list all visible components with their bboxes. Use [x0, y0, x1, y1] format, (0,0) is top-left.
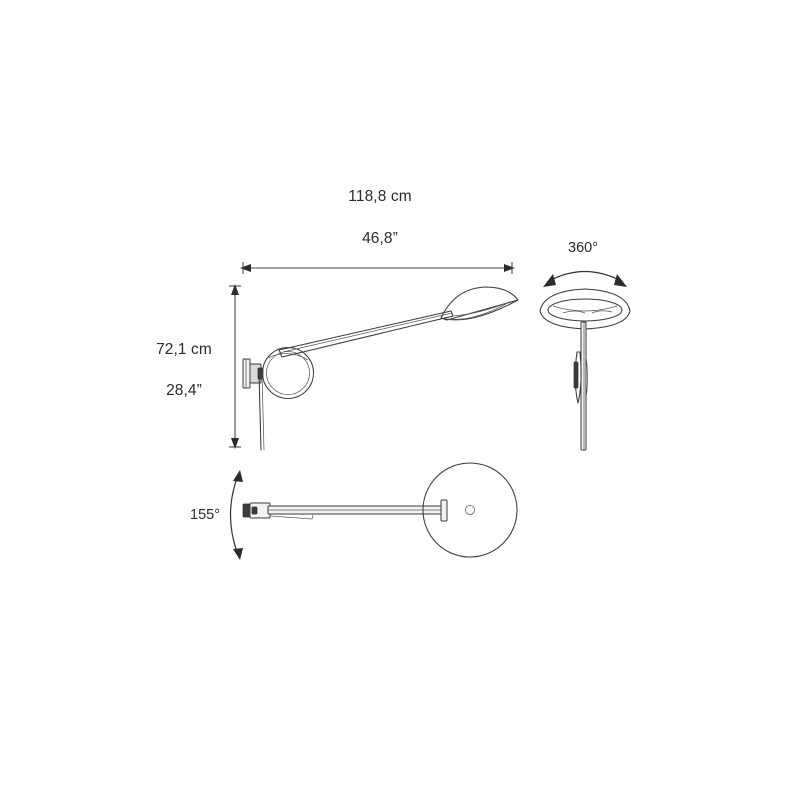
front-elevation-view: 360°	[539, 240, 631, 451]
top-plan-view: 155°	[190, 462, 518, 560]
top-lamp-shade-circle	[422, 462, 518, 558]
height-dimension-line	[229, 284, 241, 449]
side-hanging-rod	[258, 372, 265, 451]
swing-arrow-top	[233, 470, 243, 482]
height-imperial-label: 28,4”	[166, 382, 202, 399]
shade-rotation-angle-label: 360°	[568, 240, 598, 256]
rotation-arrow-right	[614, 274, 627, 287]
front-lamp-shade	[539, 288, 631, 330]
side-elevation-view	[242, 286, 519, 451]
top-lamp-arm	[267, 505, 445, 520]
arm-swing-arc	[229, 470, 243, 560]
top-wall-bracket	[242, 502, 271, 519]
shade-rotation-arc	[543, 271, 627, 287]
rotation-arrow-left	[543, 274, 556, 287]
height-arrow-top	[231, 284, 239, 295]
height-metric-label: 72,1 cm	[156, 341, 212, 358]
width-imperial-label: 46,8”	[362, 230, 398, 247]
top-arm-shade-connector	[440, 499, 448, 522]
swing-arrow-bottom	[233, 548, 243, 560]
side-lamp-shade	[440, 286, 519, 321]
width-arrow-right	[504, 264, 515, 272]
width-dimension-line	[240, 262, 515, 274]
width-arrow-left	[240, 264, 251, 272]
width-metric-label: 118,8 cm	[348, 188, 411, 205]
front-lamp-stem	[580, 321, 587, 451]
front-ring-edge-on	[573, 351, 588, 404]
height-arrow-bottom	[231, 438, 239, 449]
arm-swing-angle-label: 155°	[190, 507, 220, 523]
